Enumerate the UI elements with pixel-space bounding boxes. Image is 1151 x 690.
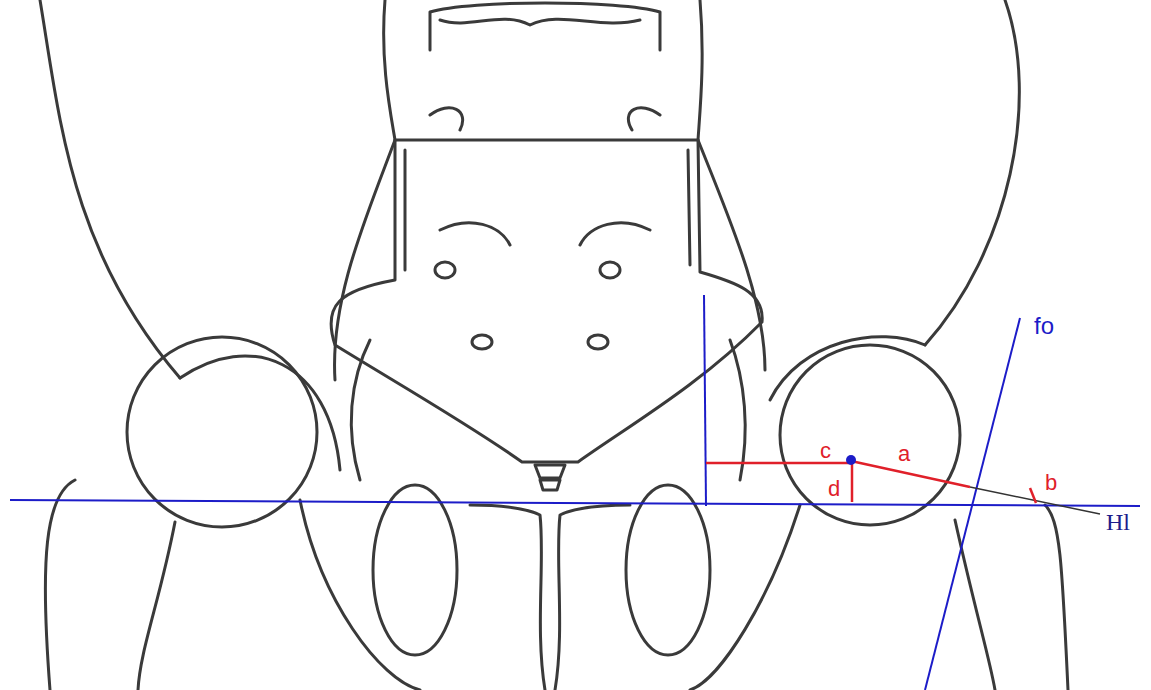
line-label: Hl xyxy=(1106,510,1130,534)
dimension-label: d xyxy=(828,478,840,500)
dimension-label: c xyxy=(820,440,831,462)
dimension-label: b xyxy=(1045,472,1057,494)
line-label: fo xyxy=(1034,314,1054,338)
dimension-label: a xyxy=(898,443,910,465)
